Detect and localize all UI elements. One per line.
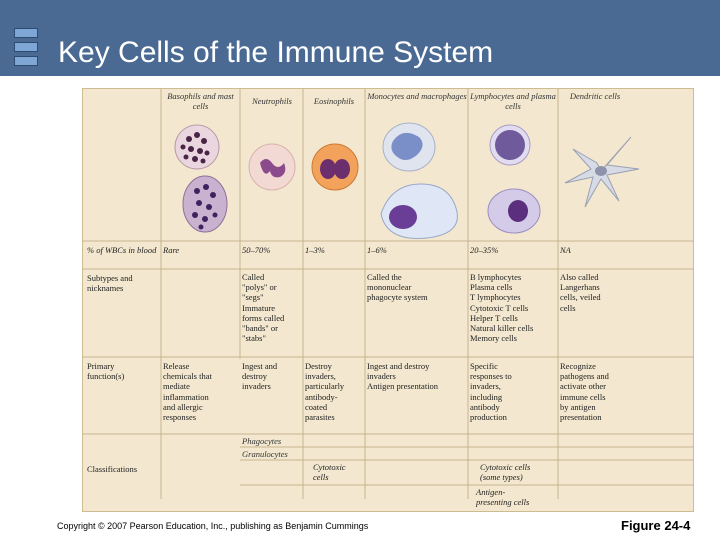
header-monocytes: Monocytes and macrophages: [367, 91, 467, 101]
function-basophils: Release chemicals that mediate inflammat…: [163, 361, 212, 422]
title-bar: Key Cells of the Immune System: [0, 0, 720, 76]
class-cytotoxic-lymphocytes: Cytotoxic cells (some types): [480, 462, 531, 483]
eosinophil-cell-illustration: [311, 143, 359, 191]
row-label-function: Primary function(s): [87, 361, 125, 382]
subtypes-monocytes: Called the mononuclear phagocyte system: [367, 272, 428, 303]
function-neutrophils: Ingest and destroy invaders: [242, 361, 278, 392]
wbc-neutrophils: 50–70%: [242, 245, 271, 255]
slide-logo-icon: [14, 28, 38, 66]
figure-label: Figure 24-4: [621, 518, 691, 533]
wbc-monocytes: 1–6%: [367, 245, 387, 255]
header-neutrophils: Neutrophils: [252, 96, 292, 106]
row-label-wbc: % of WBCs in blood: [87, 245, 157, 255]
wbc-eosinophils: 1–3%: [305, 245, 325, 255]
copyright-text: Copyright © 2007 Pearson Education, Inc.…: [57, 521, 369, 531]
function-monocytes: Ingest and destroy invaders Antigen pres…: [367, 361, 439, 392]
header-eosinophils: Eosinophils: [313, 96, 355, 106]
subtypes-dendritic: Also called Langerhans cells, veiled cel…: [560, 272, 601, 313]
neutrophil-cell-illustration: [248, 143, 296, 191]
wbc-lymphocytes: 20–35%: [470, 245, 499, 255]
table-grid: [83, 89, 693, 499]
subtypes-neutrophils: Called "polys" or "segs" Immature forms …: [242, 272, 285, 344]
header-lymphocytes: Lymphocytes and plasma cells: [470, 91, 556, 111]
class-granulocytes: Granulocytes: [242, 449, 288, 459]
class-cytotoxic-eosinophils: Cytotoxic cells: [313, 462, 346, 483]
subtypes-lymphocytes: B lymphocytes Plasma cells T lymphocytes…: [470, 272, 534, 344]
monocyte-cell-illustration: [380, 122, 458, 239]
header-basophils: Basophils and mast cells: [167, 91, 234, 111]
lymphocyte-cell-illustration: [487, 124, 541, 234]
header-dendritic: Dendritic cells: [569, 91, 621, 101]
dendritic-cell-illustration: [564, 136, 640, 208]
function-lymphocytes: Specific responses to invaders, includin…: [470, 361, 512, 422]
immune-cell-table: Basophils and mast cells Neutrophils Eos…: [82, 88, 694, 512]
slide-title: Key Cells of the Immune System: [58, 36, 494, 69]
class-antigen-presenting: Antigen- presenting cells: [476, 487, 530, 508]
wbc-basophils: Rare: [163, 245, 180, 255]
row-label-subtypes: Subtypes and nicknames: [87, 273, 133, 294]
row-label-classifications: Classifications: [87, 464, 138, 474]
class-phagocytes: Phagocytes: [242, 436, 282, 446]
function-dendritic: Recognize pathogens and activate other i…: [560, 361, 609, 422]
wbc-dendritic: NA: [560, 245, 571, 255]
function-eosinophils: Destroy invaders, particularly antibody-…: [305, 361, 345, 422]
basophil-cell-illustration: [174, 124, 228, 233]
